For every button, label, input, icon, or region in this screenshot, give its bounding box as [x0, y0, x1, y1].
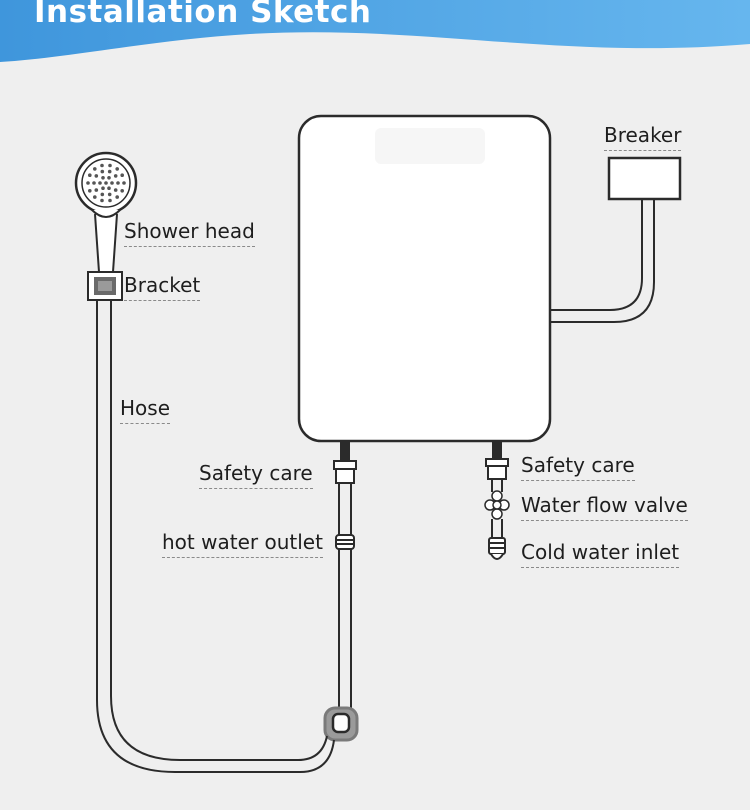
nozzle-dot — [100, 169, 105, 174]
power-cable — [550, 199, 655, 323]
nozzle-dot — [115, 195, 119, 199]
label-cold-water-inlet: Cold water inlet — [521, 540, 680, 568]
shower-hose — [96, 300, 335, 773]
valve-icon — [484, 490, 510, 520]
nozzle-dot — [115, 167, 119, 171]
nozzle-dot — [107, 192, 112, 197]
nozzle-dot — [110, 181, 114, 185]
shower-head-icon — [74, 151, 138, 273]
nozzle-dot — [108, 163, 112, 168]
nozzle-dot — [88, 189, 92, 193]
label-bracket: Bracket — [124, 273, 201, 301]
nozzle-dot — [108, 198, 112, 203]
label-safety-care-right: Safety care — [521, 453, 635, 481]
water-heater-unit — [297, 114, 552, 443]
nozzle-dot — [104, 181, 108, 185]
nozzle-dot — [101, 176, 105, 180]
label-safety-care-left: Safety care — [199, 461, 313, 489]
cold-water-inlet-pipe — [484, 441, 510, 560]
bracket-icon — [87, 271, 123, 301]
nozzle-dot — [107, 169, 112, 174]
nozzle-dot — [98, 181, 102, 185]
label-hose: Hose — [120, 396, 170, 424]
hose-connector-icon — [323, 706, 359, 742]
nozzle-dot — [122, 181, 126, 185]
label-hot-water-outlet: hot water outlet — [162, 530, 323, 558]
nozzle-dot — [120, 189, 124, 193]
header-banner: Installation Sketch — [0, 0, 750, 70]
label-shower-head: Shower head — [124, 219, 255, 247]
nozzle-dot — [94, 188, 99, 192]
nozzle-dot — [101, 186, 105, 190]
nozzle-dot — [86, 181, 90, 185]
nozzle-dot — [113, 188, 118, 192]
breaker-box-icon — [607, 156, 682, 201]
nozzle-dot — [94, 174, 99, 178]
label-water-flow-valve: Water flow valve — [521, 493, 688, 521]
banner-shape — [0, 0, 750, 62]
nozzle-dot — [93, 167, 97, 171]
nozzle-dot — [120, 173, 124, 177]
label-breaker: Breaker — [604, 123, 682, 151]
page-title: Installation Sketch — [34, 0, 372, 30]
inlet-fitting-icon — [488, 537, 506, 560]
nozzle-dot — [100, 192, 105, 197]
elbow-fitting-icon — [335, 534, 355, 550]
nozzle-dot — [107, 186, 111, 190]
nozzle-dot — [116, 181, 120, 185]
hot-water-outlet-pipe — [333, 441, 357, 715]
nozzle-dot — [100, 163, 104, 168]
nozzle-dot — [113, 174, 118, 178]
nozzle-dot — [100, 198, 104, 203]
nozzle-dot — [92, 181, 96, 185]
nozzle-dot — [88, 173, 92, 177]
nozzle-dot — [107, 176, 111, 180]
nozzle-dot — [93, 195, 97, 199]
